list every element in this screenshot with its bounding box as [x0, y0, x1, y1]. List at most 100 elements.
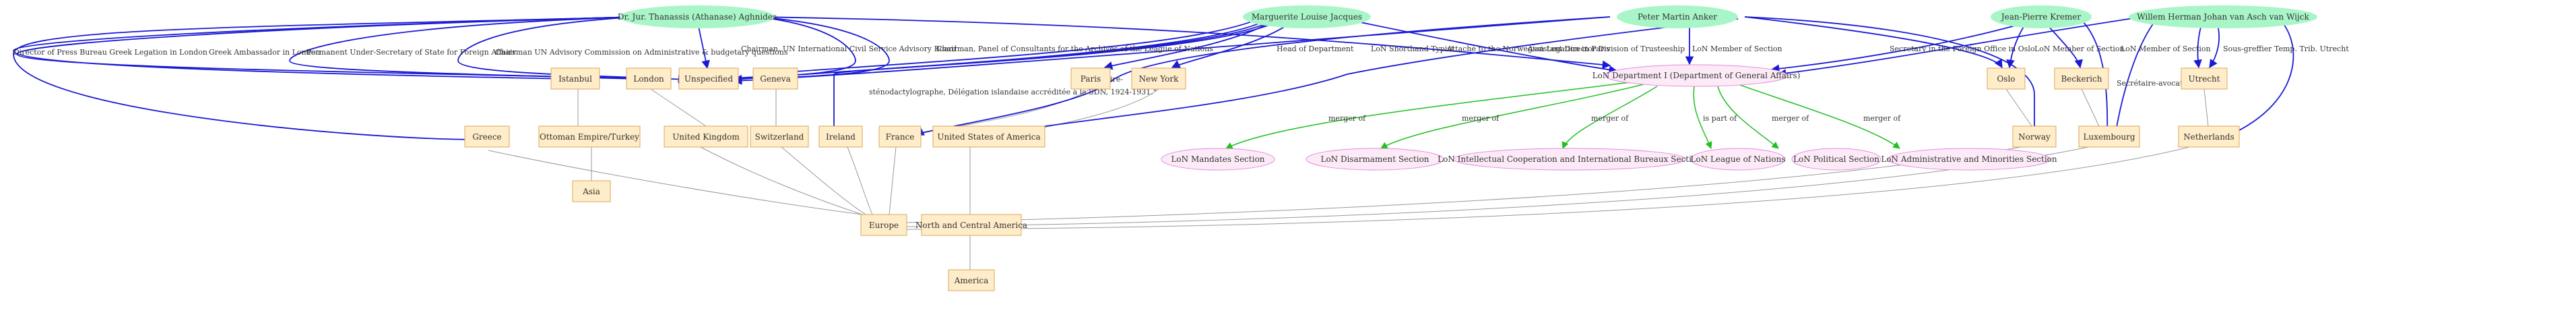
place-node-utrecht[interactable]: Utrecht	[2181, 67, 2228, 90]
section-node-mandates[interactable]: LoN Mandates Section	[1161, 148, 1275, 171]
edge-netherlands-europe	[905, 146, 2190, 230]
edge-anker-norway	[1744, 16, 2039, 136]
edge-jacques-dept1	[1340, 18, 1618, 74]
place-node-europe[interactable]: Europe	[860, 214, 907, 236]
place-node-unspecified[interactable]: Unspecified	[678, 67, 739, 90]
edge-kremer-dept1	[1770, 20, 2035, 74]
section-label: LoN Department I (Department of General …	[1592, 71, 1801, 80]
place-node-ireland[interactable]: Ireland	[818, 125, 863, 148]
place-label: Paris	[1081, 74, 1101, 84]
edge-dept1-disarmament	[1380, 84, 1644, 149]
label-chairman-un-advisory: Chairman UN Advisory Commission on Admin…	[495, 48, 788, 57]
place-label: Oslo	[1997, 74, 2015, 84]
place-node-norway[interactable]: Norway	[2012, 125, 2057, 148]
place-label: Geneva	[760, 74, 790, 84]
place-node-uk[interactable]: United Kingdom	[664, 125, 748, 148]
place-nodes: Istanbul London Unspecified Geneva Paris…	[464, 67, 2240, 291]
place-node-france[interactable]: France	[878, 125, 922, 148]
edge-uk-europe	[700, 146, 863, 215]
place-label: Utrecht	[2188, 74, 2220, 84]
place-label: Europe	[869, 221, 899, 230]
label-assistant-director: Assistant Director Division of Trusteesh…	[1527, 45, 1685, 53]
place-node-istanbul[interactable]: Istanbul	[550, 67, 600, 90]
place-label: America	[954, 276, 989, 285]
place-node-london[interactable]: London	[626, 67, 672, 90]
place-node-nca[interactable]: North and Central America	[915, 214, 1027, 236]
label-merger-of-2: merger of	[1462, 114, 1500, 123]
section-node-political[interactable]: LoN Political Section	[1791, 148, 1881, 171]
section-label: LoN Intellectual Cooperation and Interna…	[1438, 154, 1702, 164]
label-greffier: Sous-greffier Temp. Trib. Utrecht	[2223, 45, 2349, 53]
section-edges	[1225, 82, 1900, 149]
edge-wijck-luxembourg	[2112, 20, 2156, 136]
place-label: Asia	[582, 187, 600, 196]
label-merger-of-3: merger of	[1591, 114, 1629, 123]
edge-london-uk	[650, 88, 707, 127]
section-label: LoN Political Section	[1793, 154, 1879, 164]
place-node-geneva[interactable]: Geneva	[752, 67, 798, 90]
edge-dept1-mandates	[1225, 82, 1631, 149]
place-label: Netherlands	[2183, 132, 2234, 142]
edge-anker-oslo	[1744, 16, 2003, 69]
edge-dept1-league	[1693, 86, 1712, 149]
place-node-newyork[interactable]: New York	[1131, 67, 1186, 90]
place-node-paris[interactable]: Paris	[1070, 67, 1111, 90]
person-label: Peter Martin Anker	[1638, 12, 1717, 22]
section-node-dept1[interactable]: LoN Department I (Department of General …	[1592, 64, 1801, 87]
person-edges	[13, 16, 2294, 144]
place-node-greece[interactable]: Greece	[464, 125, 510, 148]
section-node-intellectual[interactable]: LoN Intellectual Cooperation and Interna…	[1438, 148, 1702, 171]
label-head-of-department: Head of Department	[1277, 45, 1354, 53]
section-node-admin[interactable]: LoN Administrative and Minorities Sectio…	[1881, 148, 2057, 171]
place-label: Istanbul	[558, 74, 592, 84]
place-label: United States of America	[937, 132, 1040, 142]
label-stenodactylo: sténodactylographe, Délégation islandais…	[869, 88, 1157, 96]
person-label: Jean-Pierre Kremer	[2000, 12, 2082, 22]
place-node-beckerich[interactable]: Beckerich	[2054, 67, 2109, 90]
person-nodes: Dr. Jur. Thanassis (Athanase) Aghnides M…	[618, 5, 2317, 28]
edge-utrecht-netherlands	[2203, 88, 2209, 127]
label-secretary-oslo: Secretary in the Foreign Office in Oslo	[1890, 45, 2035, 53]
place-label: Luxembourg	[2084, 132, 2135, 142]
place-node-asia[interactable]: Asia	[572, 180, 611, 202]
edge-jacques-ireland	[829, 20, 1281, 136]
edge-anker-france	[915, 16, 1611, 136]
edge-switzerland-europe	[781, 146, 866, 215]
edge-beckerich-luxembourg	[2081, 88, 2100, 127]
edge-aghnides-dept1	[757, 16, 1611, 69]
section-label: LoN Administrative and Minorities Sectio…	[1881, 154, 2057, 164]
edge-ireland-europe	[847, 146, 873, 215]
person-label: Marguerite Louise Jacques	[1252, 12, 1362, 22]
section-nodes: LoN Department I (Department of General …	[1161, 64, 2057, 171]
edge-labels: Director of Press Bureau Greek Legation …	[13, 45, 2349, 123]
place-node-luxembourg[interactable]: Luxembourg	[2078, 125, 2140, 148]
label-greek-ambassador: Greek Ambassador in London	[209, 48, 320, 57]
place-node-america[interactable]: America	[948, 269, 995, 291]
person-label: Dr. Jur. Thanassis (Athanase) Aghnides	[618, 12, 777, 22]
place-label: United Kingdom	[672, 132, 740, 142]
section-node-league[interactable]: LoN League of Nations	[1690, 148, 1786, 171]
edge-aghnides-london-2	[289, 16, 638, 83]
person-node-jacques[interactable]: Marguerite Louise Jacques	[1243, 5, 1371, 28]
place-label: New York	[1139, 74, 1180, 84]
place-node-ottoman[interactable]: Ottoman Empire/Turkey	[538, 125, 641, 148]
place-label: France	[886, 132, 915, 142]
edge-dept1-political	[1717, 86, 1779, 149]
place-node-switzerland[interactable]: Switzerland	[750, 125, 809, 148]
edge-anker-unspecified	[733, 16, 1611, 85]
place-node-netherlands[interactable]: Netherlands	[2178, 125, 2240, 148]
person-node-kremer[interactable]: Jean-Pierre Kremer	[1991, 5, 2092, 28]
person-node-anker[interactable]: Peter Martin Anker	[1617, 5, 1738, 28]
label-permanent-under-sec: Permanent Under-Secretary of State for F…	[307, 48, 516, 57]
section-label: LoN Mandates Section	[1171, 154, 1264, 164]
section-node-disarmament[interactable]: LoN Disarmament Section	[1306, 148, 1444, 171]
edge-anker-usa	[996, 18, 1739, 137]
edge-greece-europe	[488, 150, 863, 215]
place-node-oslo[interactable]: Oslo	[1987, 67, 2026, 90]
person-node-aghnides[interactable]: Dr. Jur. Thanassis (Athanase) Aghnides	[618, 5, 777, 28]
edge-aghnides-london-1	[16, 16, 638, 83]
person-node-wijck[interactable]: Willem Herman Johan van Asch van Wijck	[2129, 5, 2317, 28]
label-merger-of-4: merger of	[1772, 114, 1809, 123]
place-label: Ottoman Empire/Turkey	[540, 132, 639, 142]
place-node-usa[interactable]: United States of America	[932, 125, 1045, 148]
